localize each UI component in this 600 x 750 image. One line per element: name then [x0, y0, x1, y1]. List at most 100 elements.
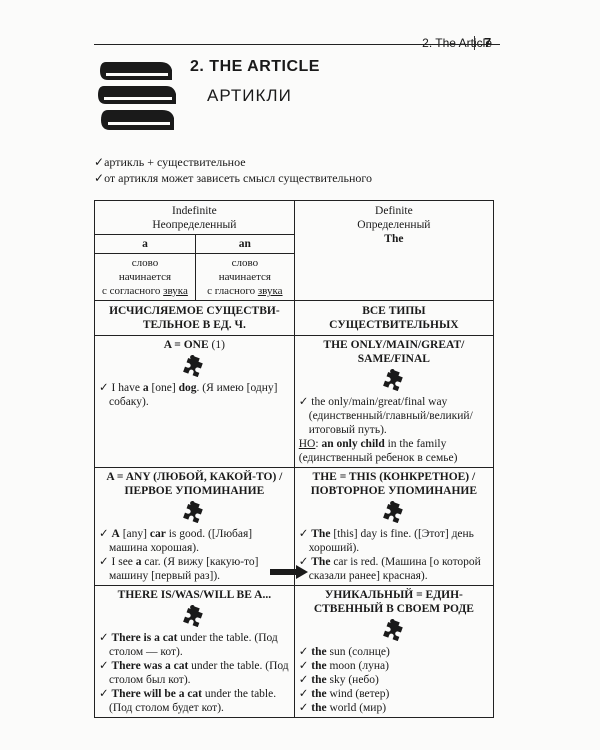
- page-subtitle: АРТИКЛИ: [207, 86, 292, 105]
- definite-article: The: [384, 233, 404, 245]
- the-only-cell: THE ONLY/MAIN/GREAT/ SAME/FINAL ✓ the on…: [293, 335, 495, 468]
- text-fragment: :: [315, 438, 322, 450]
- text-fragment: a: [142, 382, 149, 394]
- a-one-heading: A = ONE: [163, 339, 209, 351]
- text-fragment: [any]: [119, 528, 150, 540]
- definite-ru: Определенный: [357, 219, 431, 231]
- example-item: ✓ the sun (солнце): [298, 646, 390, 658]
- the-only-heading: THE ONLY/MAIN/GREAT/ SAME/FINAL: [323, 339, 465, 365]
- text-fragment: world (мир): [326, 702, 387, 714]
- indefinite-ru: Неопределенный: [152, 219, 237, 231]
- example-item: ✓ I see a car. (Я вижу [какую-то] машину…: [99, 556, 259, 582]
- checklist-text: от артикля может зависеть смысл существи…: [104, 171, 373, 185]
- there-is-heading: THERE IS/WAS/WILL BE A...: [117, 589, 272, 601]
- a-one-cell: A = ONE (1) ✓ I have a [one] dog. (Я име…: [94, 335, 295, 468]
- header-rule: [94, 44, 500, 45]
- article-table: Indefinite Неопределенный Definite Опред…: [94, 200, 495, 718]
- article-an-rule: слово начинается с гласного звука: [194, 253, 295, 301]
- the-this-cell: THE = THIS (КОНКРЕТНОЕ) / ПОВТОРНОЕ УПОМ…: [293, 467, 495, 586]
- puzzle-piece-icon: [382, 619, 403, 641]
- page-number: 7: [484, 35, 492, 50]
- indefinite-header: Indefinite Неопределенный: [94, 200, 295, 235]
- running-header: 2. The Article: [422, 36, 492, 50]
- rule-text: начинается: [218, 271, 271, 283]
- rule-underlined: звука: [163, 285, 188, 297]
- example-item: ✓ There was a cat under the table. (Под …: [99, 660, 289, 686]
- example-item: ✓ The car is red. (Машина [о которой ска…: [298, 556, 481, 582]
- puzzle-piece-icon: [183, 501, 204, 523]
- unique-heading: УНИКАЛЬНЫЙ = ЕДИН- СТВЕННЫЙ В СВОЕМ РОДЕ: [313, 589, 474, 615]
- example-item: ✓ There is a cat under the table. (Под с…: [99, 632, 278, 658]
- puzzle-piece-icon: [382, 501, 403, 523]
- text-fragment: the only/main/great/final way (единствен…: [308, 396, 473, 436]
- text-fragment: the: [311, 674, 327, 686]
- definite-en: Definite: [375, 205, 413, 217]
- unique-cell: УНИКАЛЬНЫЙ = ЕДИН- СТВЕННЫЙ В СВОЕМ РОДЕ…: [293, 585, 495, 718]
- check-mark-icon: ✓: [94, 155, 105, 169]
- text-fragment: The: [311, 556, 331, 568]
- text-fragment: moon (луна): [326, 660, 389, 672]
- text-fragment: the: [311, 702, 327, 714]
- text-fragment: There was a cat: [111, 660, 189, 672]
- text-fragment: НО: [298, 438, 316, 450]
- example-item: ✓ The [this] day is fine. ([Этот] день х…: [298, 528, 474, 554]
- text-fragment: in the family (единственный ребенок в се…: [298, 438, 458, 464]
- checklist-item: ✓от артикля может зависеть смысл существ…: [94, 170, 372, 186]
- text-fragment: a: [135, 556, 142, 568]
- article-a: a: [94, 234, 196, 254]
- text-fragment: car: [149, 528, 166, 540]
- all-nouns-heading: ВСЕ ТИПЫ СУЩЕСТВИТЕЛЬНЫХ: [293, 300, 495, 336]
- text-fragment: under the table. (Под столом будет кот).: [109, 688, 277, 714]
- a-any-cell: A = ANY (ЛЮБОЙ, КАКОЙ-ТО) / ПЕРВОЕ УПОМИ…: [94, 467, 295, 586]
- rule-text: с согласного: [102, 285, 161, 297]
- text-fragment: an only child: [321, 438, 385, 450]
- example-item: ✓ the only/main/great/final way (единств…: [298, 396, 473, 436]
- example-item: ✓ I have a [one] dog. (Я имею [одну] соб…: [99, 382, 278, 408]
- rule-underlined: звука: [257, 285, 283, 297]
- article-an: an: [194, 234, 295, 254]
- page-title: 2. THE ARTICLE: [190, 58, 320, 75]
- the-this-heading: THE = THIS (КОНКРЕТНОЕ) / ПОВТОРНОЕ УПОМ…: [310, 471, 478, 497]
- text-fragment: dog: [178, 382, 197, 394]
- arrow-right-icon: [270, 565, 308, 579]
- article-a-rule: слово начинается с согласного звука: [94, 253, 196, 301]
- text-fragment: car. (Я вижу [какую-то] машину [первый р…: [109, 556, 259, 582]
- rule-text: с гласного: [207, 285, 256, 297]
- example-item: ✓ There will be a cat under the table. (…: [99, 688, 277, 714]
- text-fragment: under the table. (Под столом — кот).: [109, 632, 278, 658]
- text-fragment: I have: [111, 382, 143, 394]
- example-item: ✓ the moon (луна): [298, 660, 389, 672]
- definite-header: Definite Определенный The: [293, 200, 495, 301]
- text-fragment: the: [311, 688, 327, 700]
- text-fragment: wind (ветер): [326, 688, 390, 700]
- a-any-heading: A = ANY (ЛЮБОЙ, КАКОЙ-ТО) / ПЕРВОЕ УПОМИ…: [106, 471, 283, 497]
- example-item: ✓ the sky (небо): [298, 674, 379, 686]
- rule-text: слово: [131, 257, 159, 269]
- example-item: ✓ the world (мир): [298, 702, 387, 714]
- intro-checklist: ✓артикль + существительное ✓от артикля м…: [94, 154, 372, 186]
- rule-text: слово: [231, 257, 259, 269]
- text-fragment: the: [311, 660, 327, 672]
- text-fragment: A: [111, 528, 120, 540]
- text-fragment: the: [311, 646, 327, 658]
- example-item: ✓ A [any] car is good. ([Любая] машина х…: [99, 528, 253, 554]
- countable-singular-heading: ИСЧИСЛЯЕМОЕ СУЩЕСТВИ- ТЕЛЬНОЕ В ЕД. Ч.: [94, 300, 295, 336]
- puzzle-piece-icon: [183, 605, 204, 627]
- indefinite-en: Indefinite: [172, 205, 217, 217]
- text-fragment: The: [311, 528, 331, 540]
- text-fragment: There is a cat: [111, 632, 178, 644]
- text-fragment: is good. ([Любая] машина хорошая).: [109, 528, 253, 554]
- example-item: ✓ the wind (ветер): [298, 688, 390, 700]
- checklist-text: артикль + существительное: [104, 155, 246, 169]
- text-fragment: sky (небо): [326, 674, 379, 686]
- header-divider: [474, 36, 475, 50]
- rule-text: начинается: [118, 271, 172, 283]
- books-stack-icon: [98, 62, 176, 130]
- puzzle-piece-icon: [183, 355, 204, 377]
- text-fragment: . (Я имею [одну] собаку).: [109, 382, 278, 408]
- text-fragment: sun (солнце): [326, 646, 390, 658]
- there-is-cell: THERE IS/WAS/WILL BE A... ✓ There is a c…: [94, 585, 295, 718]
- check-mark-icon: ✓: [94, 171, 105, 185]
- checklist-item: ✓артикль + существительное: [94, 154, 372, 170]
- text-fragment: I see: [111, 556, 136, 568]
